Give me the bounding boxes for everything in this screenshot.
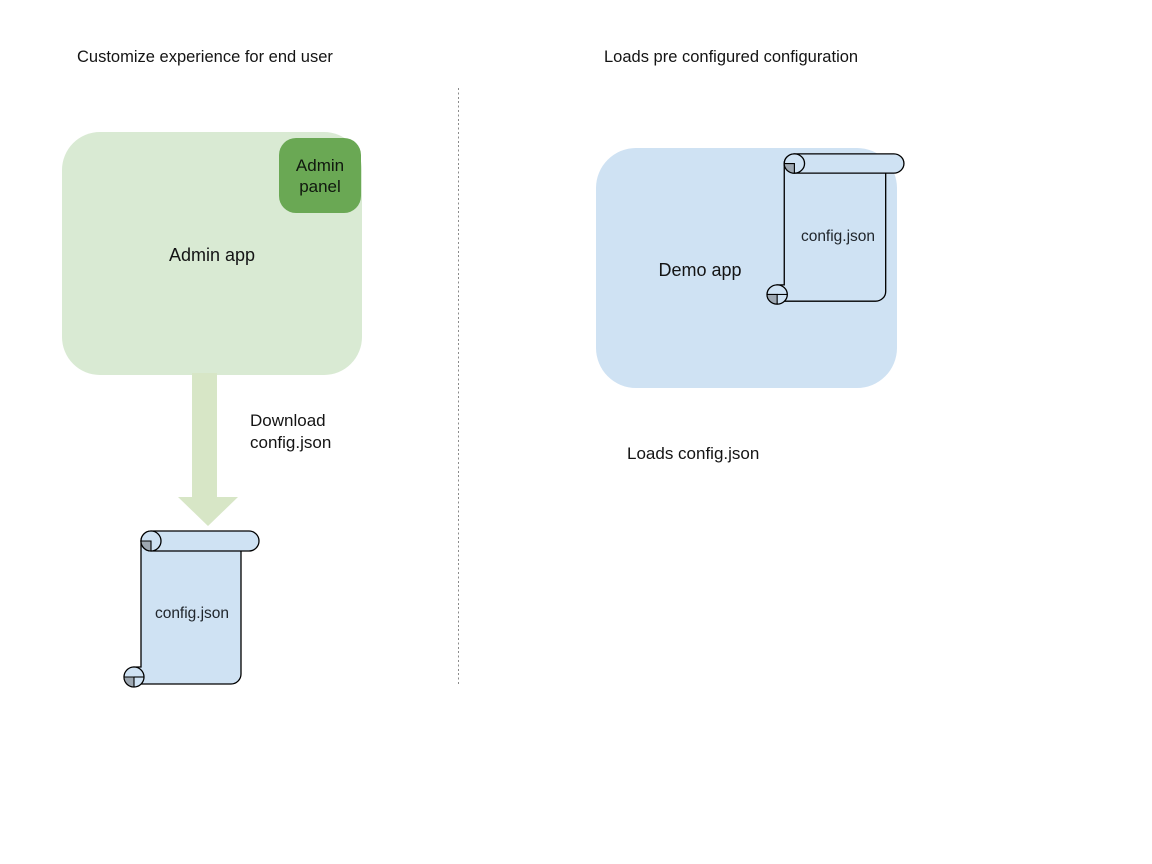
admin-panel-label: Admin panel [295,155,345,196]
config-json-scroll-left-label: config.json [154,605,230,622]
right-section-heading: Loads pre configured configuration [604,48,859,66]
section-divider [458,88,460,685]
admin-panel-box: Admin panel [279,138,361,213]
download-arrow-label-line1: Download [250,411,326,430]
download-arrow-label: Download config.json [250,410,331,454]
download-arrow-icon [178,373,238,526]
left-section-heading: Customize experience for end user [77,48,333,66]
demo-app-label: Demo app [658,260,742,280]
admin-app-label: Admin app [168,245,256,265]
loads-config-caption: Loads config.json [627,444,760,463]
config-json-scroll-right-label: config.json [800,228,876,245]
download-arrow-label-line2: config.json [250,433,332,452]
